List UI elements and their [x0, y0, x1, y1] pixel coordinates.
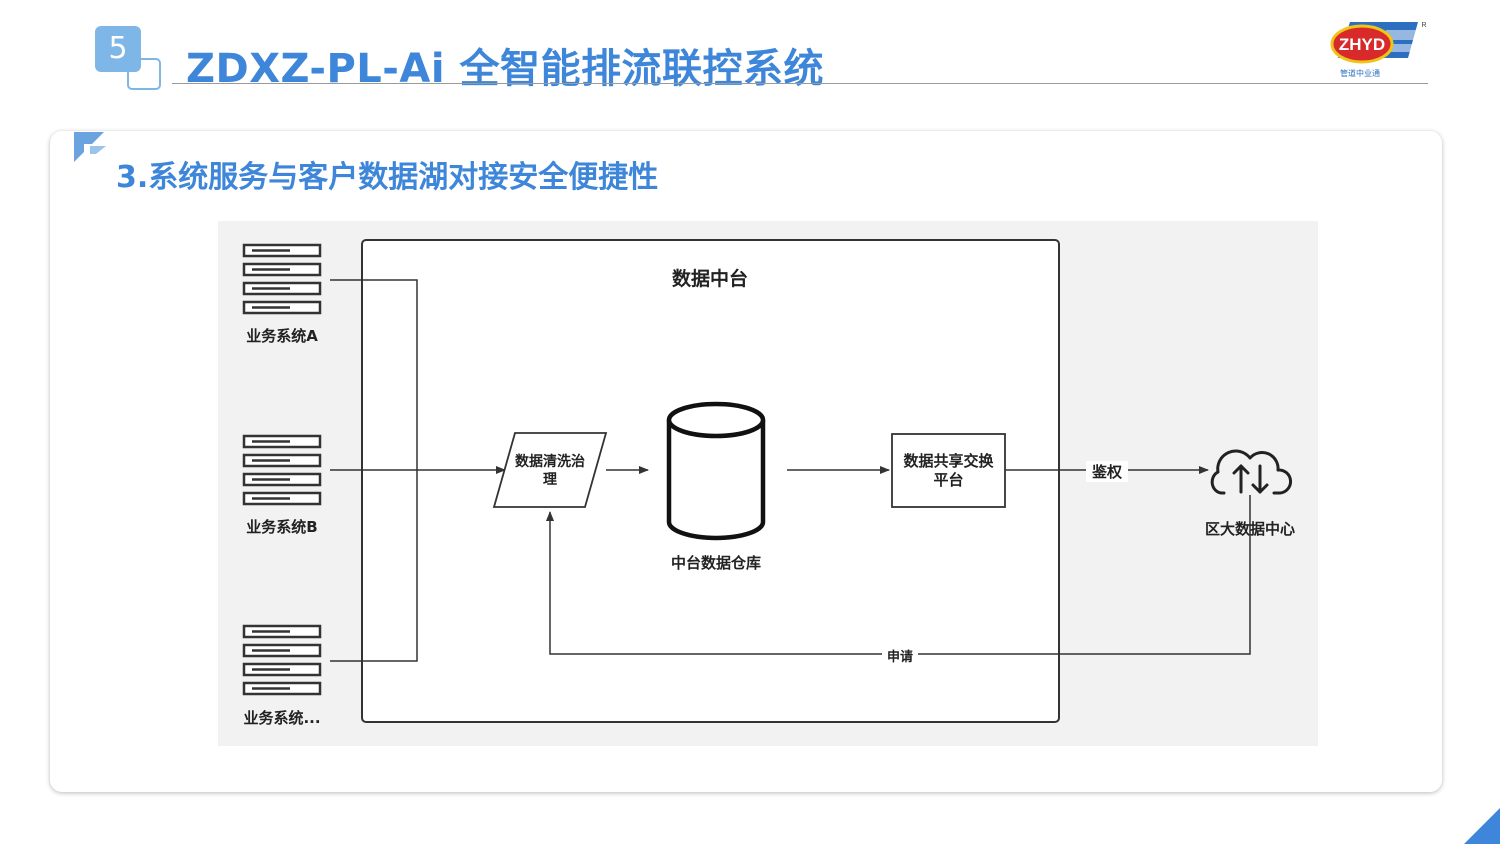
cleaning-node-label: 数据清洗治理: [515, 454, 585, 488]
logo-ellipse: [1330, 24, 1394, 64]
system-a-label: 业务系统A: [246, 327, 318, 345]
cleaning-node-shape: [492, 432, 608, 508]
server-b-icon: [242, 434, 322, 506]
page-title: ZDXZ-PL-Ai 全智能排流联控系统: [186, 46, 824, 92]
system-b-label: 业务系统B: [246, 518, 318, 536]
section-title: 3.系统服务与客户数据湖对接安全便捷性: [116, 160, 659, 195]
logo-text: ZHYD: [1339, 35, 1385, 54]
system-c-label: 业务系统...: [243, 709, 321, 727]
corner-accent-triangle: [1464, 808, 1500, 844]
logo-subtext: 管道中业通: [1340, 68, 1380, 78]
header-divider: [172, 83, 1428, 84]
logo-registered-mark: R: [1421, 22, 1426, 29]
server-c-icon: [242, 624, 322, 696]
connector-system-c: [330, 470, 418, 662]
warehouse-cylinder-icon: [666, 401, 766, 541]
cloud-sync-icon: [1210, 449, 1293, 495]
server-a-icon: [242, 243, 322, 315]
corner-bracket-icon: [74, 132, 106, 162]
logo-stripe-1: [1383, 30, 1420, 40]
datacenter-label: 区大数据中心: [1204, 520, 1295, 538]
platform-title: 数据中台: [671, 268, 748, 290]
section-number-badge: 5: [95, 26, 141, 72]
connector-system-a: [330, 279, 418, 470]
company-logo: ZHYD R 管道中业通: [1330, 22, 1427, 78]
exchange-node-label: 数据共享交换平台: [903, 452, 994, 489]
warehouse-label: 中台数据仓库: [670, 554, 761, 572]
apply-label: 申请: [882, 646, 918, 665]
auth-label: 鉴权: [1086, 461, 1128, 482]
exchange-node-shape: [891, 433, 1006, 508]
